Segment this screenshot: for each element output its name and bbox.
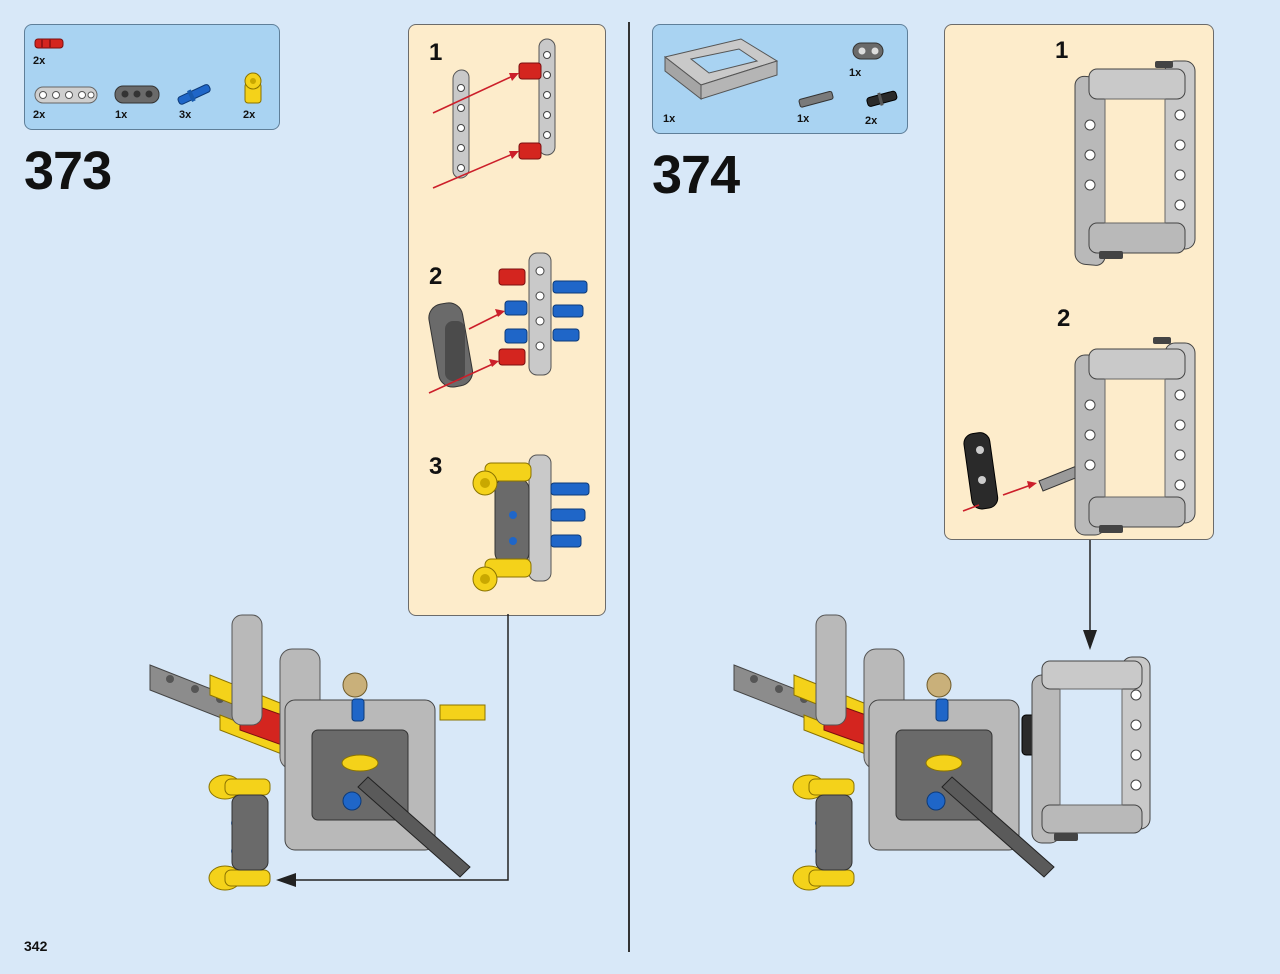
substep-1-illustration (432, 38, 556, 189)
step-number: 373 (24, 141, 112, 201)
black-pin-icon (866, 90, 898, 107)
qty-label: 1x (663, 113, 676, 125)
qty-label: 2x (33, 55, 46, 67)
blue-axle-pin-icon (177, 84, 211, 105)
substep-number: 2 (429, 263, 443, 290)
substep-box-374: 1 2 (944, 24, 1214, 540)
dark-gray-beam-3-icon (114, 85, 160, 104)
qty-label: 1x (115, 109, 128, 121)
parts-list-step-373: 2x 2x 1x 3x 2x (24, 24, 280, 130)
gray-axle-icon (798, 90, 834, 108)
step-number: 374 (652, 145, 740, 205)
substep-2-illustration (428, 252, 588, 394)
qty-label: 2x (33, 109, 46, 121)
substep-1-illustration (1074, 60, 1196, 266)
substep-number: 2 (1057, 305, 1071, 332)
page-divider (628, 22, 630, 952)
qty-label: 2x (243, 109, 256, 121)
substep-number: 1 (1055, 37, 1069, 64)
page-number: 342 (24, 938, 48, 954)
dark-gray-cross-block-icon (852, 42, 884, 60)
gray-frame-5x7-icon (663, 38, 779, 101)
main-model-373 (149, 614, 486, 891)
substep-box-373: 1 2 (408, 24, 606, 616)
yellow-connector-icon (244, 72, 262, 104)
substep-number: 3 (429, 453, 443, 480)
substep-2-illustration (962, 337, 1196, 536)
substep-3-illustration (472, 454, 590, 592)
qty-label: 1x (849, 67, 862, 79)
red-axle-pin-icon (34, 38, 64, 49)
qty-label: 2x (865, 115, 878, 127)
substep-number: 1 (429, 39, 443, 66)
qty-label: 1x (797, 113, 810, 125)
parts-list-step-374: 1x 1x 1x 2x (652, 24, 908, 134)
qty-label: 3x (179, 109, 192, 121)
light-gray-beam-5-icon (34, 86, 98, 104)
main-model-374 (733, 614, 1151, 891)
